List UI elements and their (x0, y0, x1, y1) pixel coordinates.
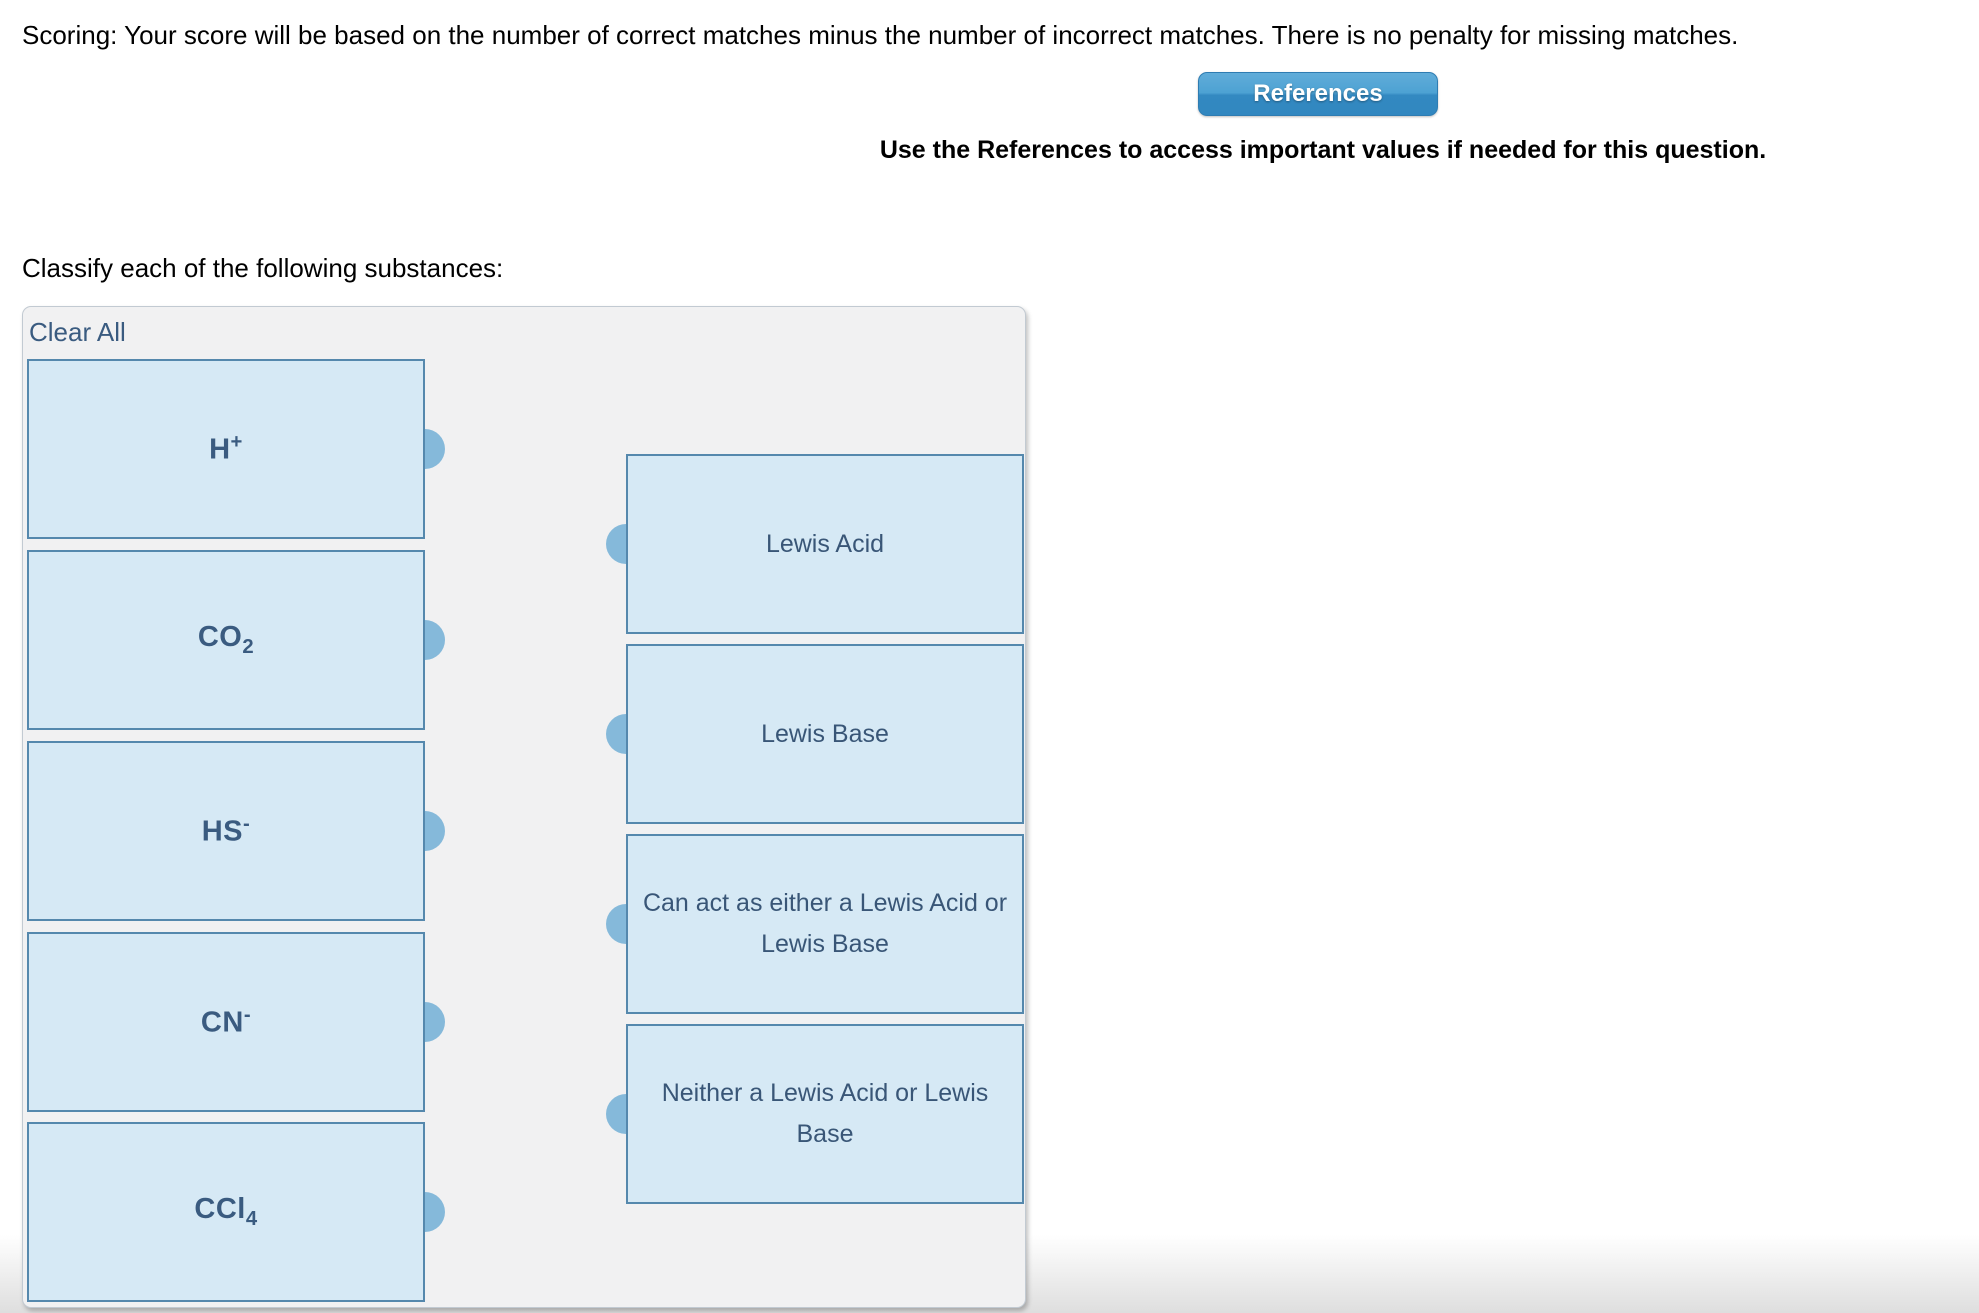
substance-co2[interactable]: CO2 (27, 550, 425, 730)
substance-hs-minus[interactable]: HS- (27, 741, 425, 921)
substance-label-h-plus: H+ (209, 431, 243, 466)
substance-label-cn-minus: CN- (200, 1004, 252, 1039)
substance-ccl4[interactable]: CCl4 (27, 1122, 425, 1302)
category-label-lewis-acid: Lewis Acid (765, 529, 885, 558)
substance-label-co2: CO2 (197, 621, 255, 658)
category-label-lewis-base: Lewis Base (761, 719, 889, 748)
references-button[interactable]: References (1198, 72, 1438, 116)
category-neither-acid-nor-base[interactable]: Neither a Lewis Acid or Lewis Base (626, 1024, 1024, 1204)
category-label-either-acid-or-base: Can act as either a Lewis Acid or Lewis … (642, 889, 1008, 958)
category-lewis-acid[interactable]: Lewis Acid (626, 454, 1024, 634)
clear-all-button[interactable]: Clear All (29, 317, 126, 347)
question-prompt: Classify each of the following substance… (22, 253, 504, 283)
substance-h-plus[interactable]: H+ (27, 359, 425, 539)
substance-label-hs-minus: HS- (201, 813, 251, 848)
references-note: Use the References to access important v… (879, 136, 1767, 164)
substance-label-ccl4: CCl4 (194, 1193, 258, 1230)
category-either-acid-or-base[interactable]: Can act as either a Lewis Acid or Lewis … (626, 834, 1024, 1014)
substance-cn-minus[interactable]: CN- (27, 932, 425, 1112)
category-lewis-base[interactable]: Lewis Base (626, 644, 1024, 824)
scoring-text: Scoring: Your score will be based on the… (22, 20, 1739, 50)
category-label-neither-acid-nor-base: Neither a Lewis Acid or Lewis Base (661, 1079, 989, 1148)
